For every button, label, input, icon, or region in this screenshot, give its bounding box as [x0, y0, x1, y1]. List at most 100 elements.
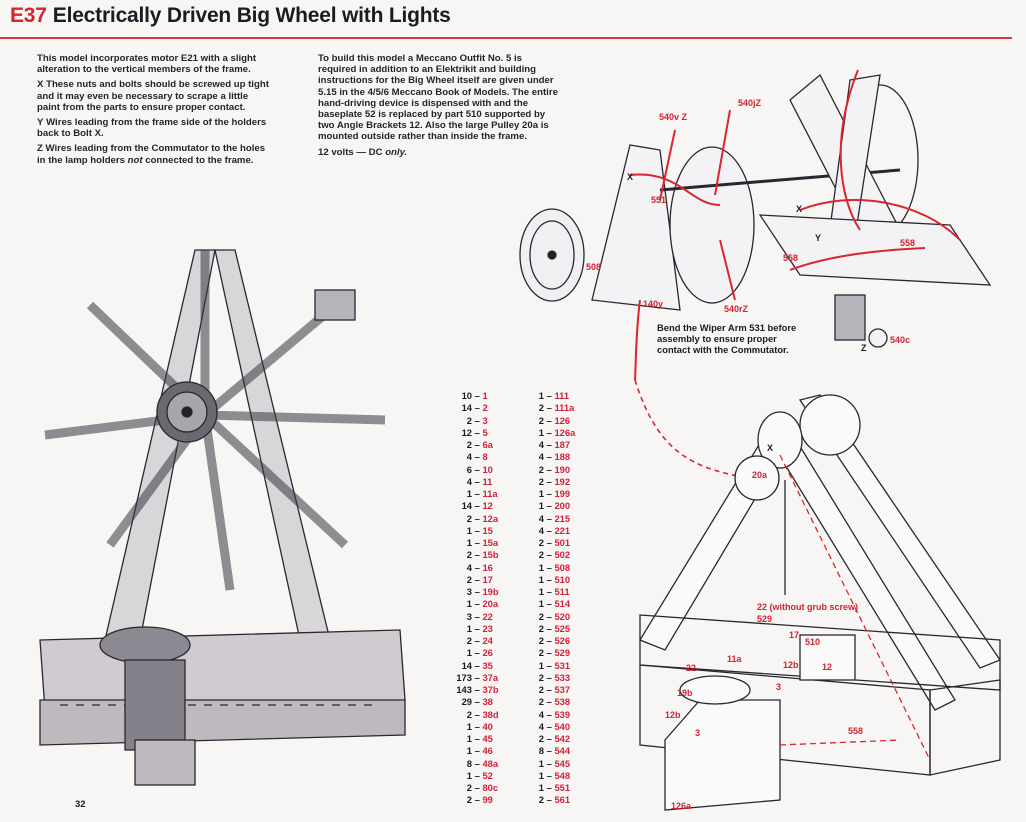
label-126a: 126a	[671, 801, 692, 811]
part-quantity: 4	[538, 439, 544, 450]
dash: –	[546, 757, 552, 769]
dash: –	[546, 524, 552, 536]
dash: –	[474, 488, 480, 499]
dash: –	[546, 537, 552, 548]
parts-list-item: 2 – 17	[446, 574, 506, 586]
label-12b-a: 12b	[783, 660, 799, 670]
dash: –	[546, 635, 552, 646]
parts-list-item: 1 – 52	[446, 770, 506, 782]
part-quantity: 2	[466, 414, 472, 426]
label-529: 529	[757, 614, 773, 624]
part-quantity: 1	[538, 769, 544, 781]
parts-list-item: 143 – 37b	[446, 684, 506, 696]
part-quantity: 2	[466, 573, 472, 585]
part-quantity: 1	[538, 659, 544, 671]
part-quantity: 1	[538, 586, 544, 597]
dash: –	[474, 512, 480, 524]
part-number: 514	[554, 598, 571, 610]
part-quantity: 1	[538, 488, 544, 499]
dash: –	[474, 598, 480, 610]
instructions-paragraph: To build this model a Meccano Outfit No.…	[318, 53, 558, 143]
parts-list-item: 12 – 5	[446, 427, 506, 439]
dash: –	[546, 598, 552, 610]
parts-list-item: 4 – 215	[532, 513, 575, 525]
part-quantity: 1	[466, 622, 472, 634]
label-3-a: 3	[776, 682, 782, 692]
parts-list-item: 1 – 531	[532, 660, 575, 672]
part-quantity: 2	[466, 635, 472, 646]
label-z-holder: Z	[861, 343, 867, 353]
part-quantity: 1	[466, 524, 472, 536]
part-quantity: 4	[466, 561, 472, 573]
parts-list-item: 1 – 40	[446, 721, 506, 733]
part-number: 502	[554, 549, 571, 561]
dash: –	[474, 537, 480, 548]
part-number: 38	[482, 696, 493, 708]
parts-list-item: 2 – 542	[532, 733, 575, 745]
part-number: 15a	[482, 537, 499, 548]
part-number: 126	[554, 414, 571, 426]
parts-list-item: 2 – 538	[532, 696, 575, 708]
dash: –	[474, 549, 480, 561]
part-quantity: 4	[538, 720, 544, 732]
page-number: 32	[75, 799, 86, 810]
dash: –	[474, 475, 480, 487]
part-number: 19b	[482, 586, 499, 597]
part-number: 22	[482, 610, 493, 622]
part-number: 501	[554, 537, 571, 548]
part-quantity: 2	[538, 549, 544, 561]
dash: –	[546, 573, 552, 585]
dash: –	[546, 463, 552, 475]
part-quantity: 2	[466, 439, 472, 450]
note-key: Y	[37, 117, 44, 129]
part-quantity: 2	[538, 733, 544, 744]
part-number: 52	[482, 769, 493, 781]
dash: –	[546, 439, 552, 450]
parts-list-item: 1 – 15	[446, 525, 506, 537]
part-number: 533	[554, 671, 571, 683]
part-quantity: 2	[538, 622, 544, 634]
part-quantity: 14	[461, 659, 472, 671]
dash: –	[546, 733, 552, 744]
parts-list-item: 1 – 23	[446, 623, 506, 635]
parts-list-item: 173 – 37a	[446, 672, 506, 684]
note-text: Wires leading from the Commutator to the…	[37, 143, 266, 166]
label-x-top: X	[627, 172, 634, 182]
part-quantity: 2	[538, 463, 544, 475]
part-number: 511	[554, 586, 570, 597]
part-number: 551	[554, 782, 571, 793]
dash: –	[546, 390, 552, 401]
part-quantity: 4	[466, 451, 472, 463]
dash: –	[546, 696, 552, 708]
dash: –	[474, 463, 480, 475]
part-number: 531	[554, 659, 571, 671]
parts-list-item: 8 – 544	[532, 745, 575, 757]
dash: –	[474, 684, 480, 695]
voltage-text: 12 volts — DC	[318, 146, 383, 158]
parts-list-item: 1 – 199	[532, 488, 575, 500]
label-12: 12	[822, 662, 833, 672]
note-text: Wires leading from the frame side of the…	[37, 117, 267, 140]
part-quantity: 1	[538, 426, 544, 438]
dash: –	[474, 659, 480, 671]
dash: –	[546, 684, 552, 695]
part-number: 40	[482, 720, 493, 732]
part-number: 520	[554, 610, 571, 622]
part-quantity: 2	[466, 794, 472, 806]
label-11a: 11a	[727, 654, 742, 664]
dash: –	[474, 426, 480, 438]
parts-list-item: 4 – 188	[532, 451, 575, 463]
dash: –	[546, 586, 552, 597]
part-quantity: 143	[456, 684, 472, 695]
parts-list-item: 2 – 15b	[446, 549, 506, 561]
parts-list-item: 2 – 38d	[446, 709, 506, 721]
dash: –	[474, 622, 480, 634]
dash: –	[546, 708, 552, 720]
part-number: 37b	[482, 684, 499, 695]
part-number: 187	[554, 439, 571, 450]
part-number: 12a	[482, 512, 499, 524]
parts-list-item: 1 – 508	[532, 562, 575, 574]
dash: –	[474, 561, 480, 573]
part-number: 1	[482, 390, 488, 401]
part-quantity: 1	[466, 647, 472, 659]
